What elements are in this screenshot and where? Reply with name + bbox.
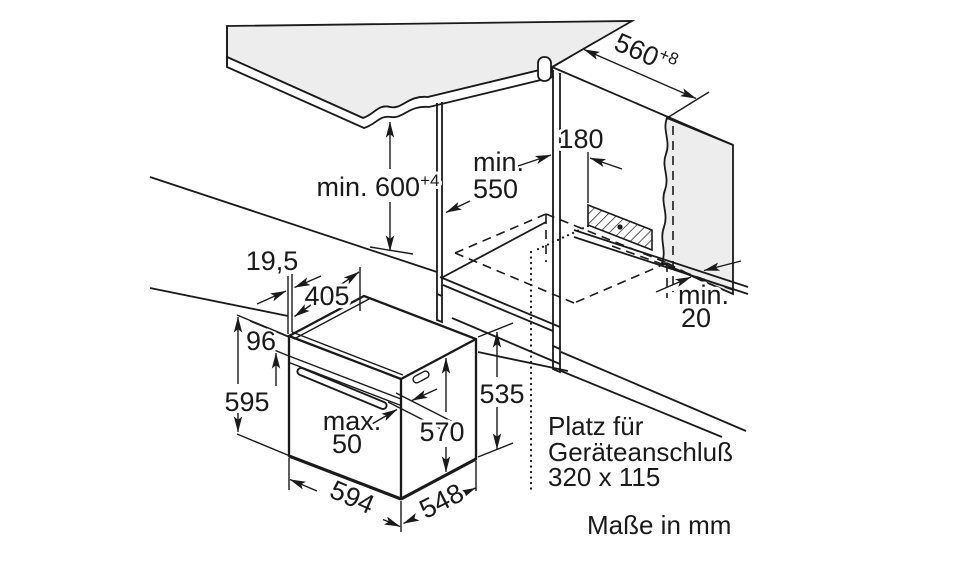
dim-rear-height-label: 535 [479, 379, 524, 409]
dim-rear-gap-label-1: min. [678, 280, 729, 310]
dim-front-height: 595 [221, 314, 291, 457]
notes: Platz für Geräteanschluß 320 x 115 Maße … [548, 411, 733, 540]
dim-frame-overhang-label: 19,5 [246, 246, 299, 276]
dim-body-height: 570 [416, 357, 468, 473]
dim-handle-clearance-label-2: 50 [332, 429, 362, 459]
dim-panel-height-label: 96 [246, 326, 276, 356]
rear-wall-panel [660, 116, 734, 296]
connection-leader-dotted [529, 224, 590, 494]
dim-top-recess-label: 405 [304, 281, 349, 311]
connection-point [617, 224, 623, 230]
cabinet-front-line [149, 176, 438, 273]
dim-connection-offset: 180 [517, 121, 623, 170]
dim-niche-depth-label-1: min. [473, 147, 524, 177]
kitchen-structure [149, 20, 749, 494]
dim-body-height-label: 570 [419, 417, 464, 447]
dim-front-height-label: 595 [224, 387, 269, 417]
control-panel-groove [288, 355, 402, 400]
connection-note-line2: Geräteanschluß [548, 437, 733, 467]
dim-rear-height: 535 [476, 322, 528, 458]
niche-footprint-dashed [454, 213, 707, 304]
units-note: Maße in mm [587, 510, 731, 540]
dim-niche-depth-label-2: 550 [473, 174, 518, 204]
worktop-end-cap [537, 56, 552, 82]
cabinet-niche [149, 56, 747, 438]
dim-frame-overhang: 19,5 [243, 243, 322, 334]
door-handle [296, 367, 388, 410]
countertop [226, 20, 636, 129]
dim-rear-gap: min. 20 [655, 260, 742, 336]
dim-niche-height: min. 600+4 [314, 121, 442, 255]
dim-rear-gap-label-2: 20 [681, 303, 711, 333]
dim-panel-height: 96 [243, 320, 291, 386]
connection-note-line1: Platz für [548, 411, 644, 441]
connection-area [587, 152, 653, 252]
base-line-right [477, 351, 569, 372]
connection-note-line3: 320 x 115 [548, 462, 660, 492]
side-grip-recess [412, 370, 430, 384]
dim-niche-depth: min. 550 [445, 144, 527, 214]
base-line-left [149, 287, 289, 317]
dim-top-recess: 405 [294, 267, 361, 318]
dim-connection-offset-label: 180 [558, 124, 603, 154]
oven [287, 294, 478, 501]
dim-handle-clearance: max. 50 [320, 388, 438, 462]
dim-niche-height-label: min. 600+4 [317, 171, 440, 202]
dim-handle-clearance-label-1: max. [323, 406, 382, 436]
dim-niche-width-label: 560+8 [610, 26, 681, 80]
